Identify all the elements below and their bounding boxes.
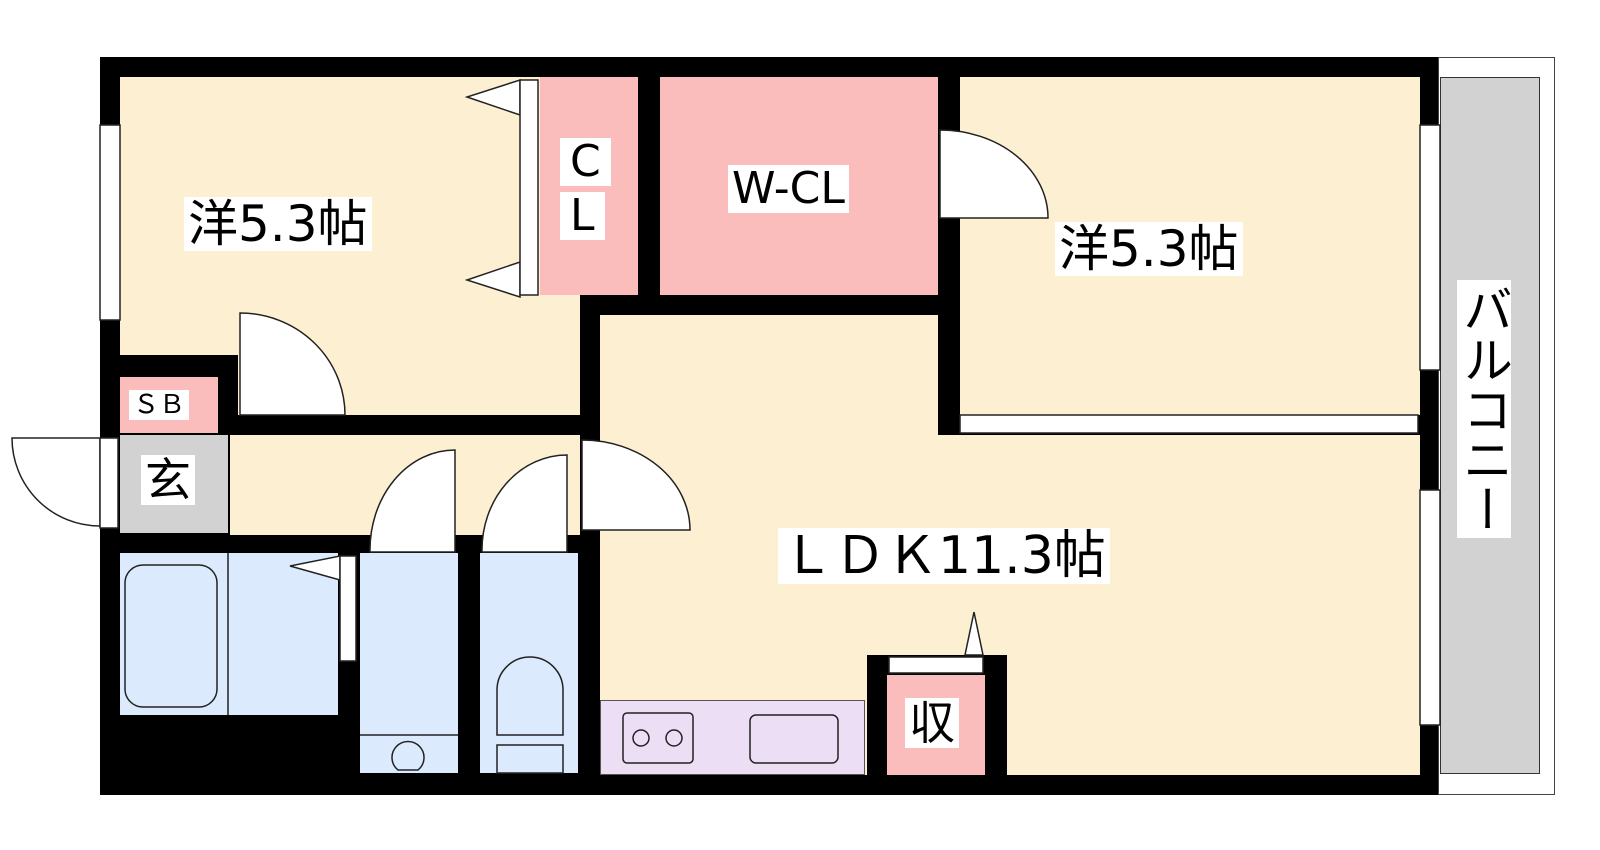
washroom-door-icon [369, 449, 456, 553]
bathtub-icon [124, 564, 218, 708]
closet-door-icon [464, 78, 521, 117]
entry-door-icon [11, 437, 101, 527]
kitchen-sink-icon [749, 714, 839, 764]
window-icon [1419, 124, 1441, 371]
closet-door-icon [464, 260, 521, 299]
room-label-shoe-box: ＳＢ [129, 390, 190, 420]
toilet-room [480, 553, 578, 773]
burner-icon [665, 729, 683, 747]
room-label-closet-c: C [560, 138, 611, 186]
washroom [360, 553, 458, 773]
room-label-walk-in-closet: W-CL [728, 165, 849, 213]
storage-door-icon [964, 611, 984, 656]
storage-door-frame [888, 656, 984, 674]
toilet-door-icon [481, 454, 568, 553]
room-label-closet-l: L [560, 192, 605, 240]
room-label-storage: 収 [905, 698, 959, 748]
sliding-door-icon [959, 414, 1419, 434]
room-label-entrance: 玄 [141, 455, 195, 505]
toilet-icon [496, 656, 564, 736]
burner-icon [632, 729, 650, 747]
room-label-ldk: ＬＤＫ11.3帖 [778, 528, 1110, 584]
room-label-western-east: 洋5.3帖 [1055, 222, 1243, 276]
entry-frame [99, 437, 119, 529]
sink-icon [391, 740, 425, 771]
closet [540, 77, 638, 295]
closet-door-frame [519, 79, 539, 296]
room-label-balcony: バルコニー [1455, 280, 1513, 538]
stove-icon [622, 712, 694, 764]
bath-door-frame [339, 555, 357, 662]
bath-door-icon [289, 555, 341, 581]
west-room-door-icon [239, 312, 346, 416]
bathroom [120, 553, 338, 715]
window-icon [1419, 489, 1441, 726]
ldk-door-icon [581, 439, 691, 531]
window-icon [99, 124, 121, 321]
room-label-western-west: 洋5.3帖 [184, 197, 372, 251]
east-room-door-icon [939, 129, 1049, 219]
